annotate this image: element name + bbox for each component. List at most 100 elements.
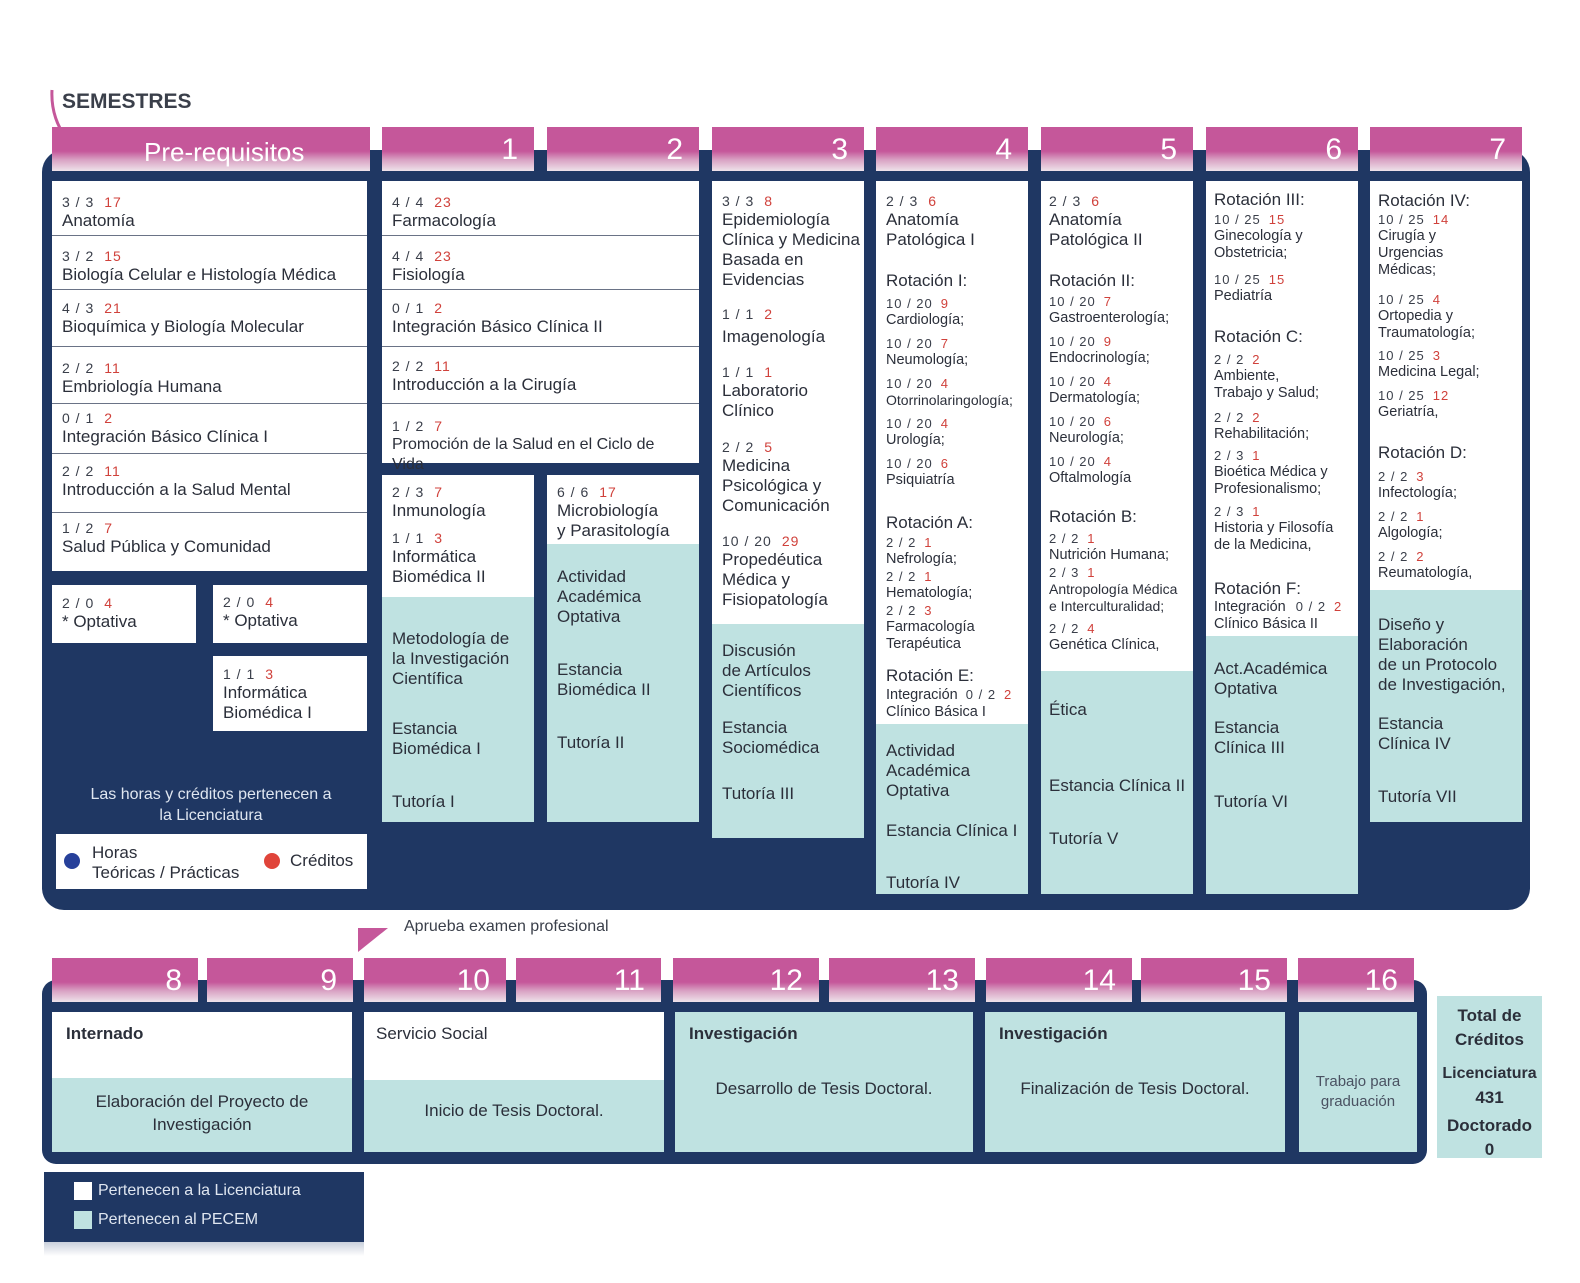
tab-semestre-16: 16: [1298, 958, 1414, 1002]
mint-swatch-icon: [74, 1211, 92, 1229]
pecem-item: Tutoría I: [392, 792, 455, 811]
rotation-title: Rotación D:: [1378, 443, 1467, 462]
hours-credits-legend: Horas Teóricas / Prácticas Créditos: [56, 834, 367, 889]
rotation-title: Rotación II:: [1049, 271, 1135, 290]
rotation-title: Rotación III:: [1214, 190, 1305, 209]
rotation-title: Rotación IV:: [1378, 191, 1470, 210]
pecem-item: Tutoría III: [722, 784, 795, 803]
tab-semestre-3: 3: [712, 127, 864, 171]
rotation-title: Rotación C:: [1214, 327, 1303, 346]
tab-semestre-12: 12: [673, 958, 819, 1002]
rotation-title: Rotación E:: [886, 666, 974, 685]
tab-semestre-2: 2: [547, 127, 699, 171]
blue-dot-icon: [64, 853, 80, 869]
pecem-item: Tutoría V: [1049, 829, 1119, 848]
investigacion-14-15-box: Investigación Finalización de Tesis Doct…: [985, 1012, 1285, 1152]
pecem-item: Estancia Clínica I: [886, 821, 1018, 840]
tab-semestre-14: 14: [986, 958, 1132, 1002]
exam-note: Aprueba examen profesional: [404, 918, 609, 935]
tab-semestre-6: 6: [1206, 127, 1358, 171]
inicio-tesis-box: Inicio de Tesis Doctoral.: [364, 1080, 664, 1152]
legend-shadow: [44, 1242, 364, 1256]
pecem-item: Estancia Clínica II: [1049, 776, 1186, 795]
membership-legend: Pertenecen a la Licenciatura Pertenecen …: [44, 1172, 364, 1242]
tab-semestre-10: 10: [364, 958, 506, 1002]
tab-prerequisitos: Pre-requisitos: [52, 127, 370, 171]
trabajo-graduacion-box: Trabajo para graduación: [1299, 1012, 1417, 1152]
tab-semestre-9: 9: [207, 958, 353, 1002]
pecem-item: Tutoría IV: [886, 873, 961, 892]
flag-icon: [358, 928, 388, 952]
rotation-title: Rotación A:: [886, 513, 973, 532]
semestre-5-pecem: Ética Estancia Clínica II Tutoría V: [1041, 671, 1193, 894]
white-swatch-icon: [74, 1182, 92, 1200]
rotation-title: Rotación B:: [1049, 507, 1137, 526]
internado-box: Internado: [52, 1012, 352, 1078]
page-title: SEMESTRES: [62, 90, 192, 113]
pecem-item: Ética: [1049, 700, 1087, 719]
tab-semestre-15: 15: [1141, 958, 1287, 1002]
pecem-item: Tutoría VI: [1214, 792, 1289, 811]
tab-semestre-8: 8: [52, 958, 198, 1002]
tab-semestre-4: 4: [876, 127, 1028, 171]
tab-semestre-13: 13: [829, 958, 975, 1002]
rotation-title: Rotación F:: [1214, 579, 1301, 598]
rotation-title: Rotación I:: [886, 271, 968, 290]
tab-semestre-5: 5: [1041, 127, 1193, 171]
servicio-social-box: Servicio Social: [364, 1012, 664, 1080]
tab-semestre-11: 11: [516, 958, 661, 1002]
